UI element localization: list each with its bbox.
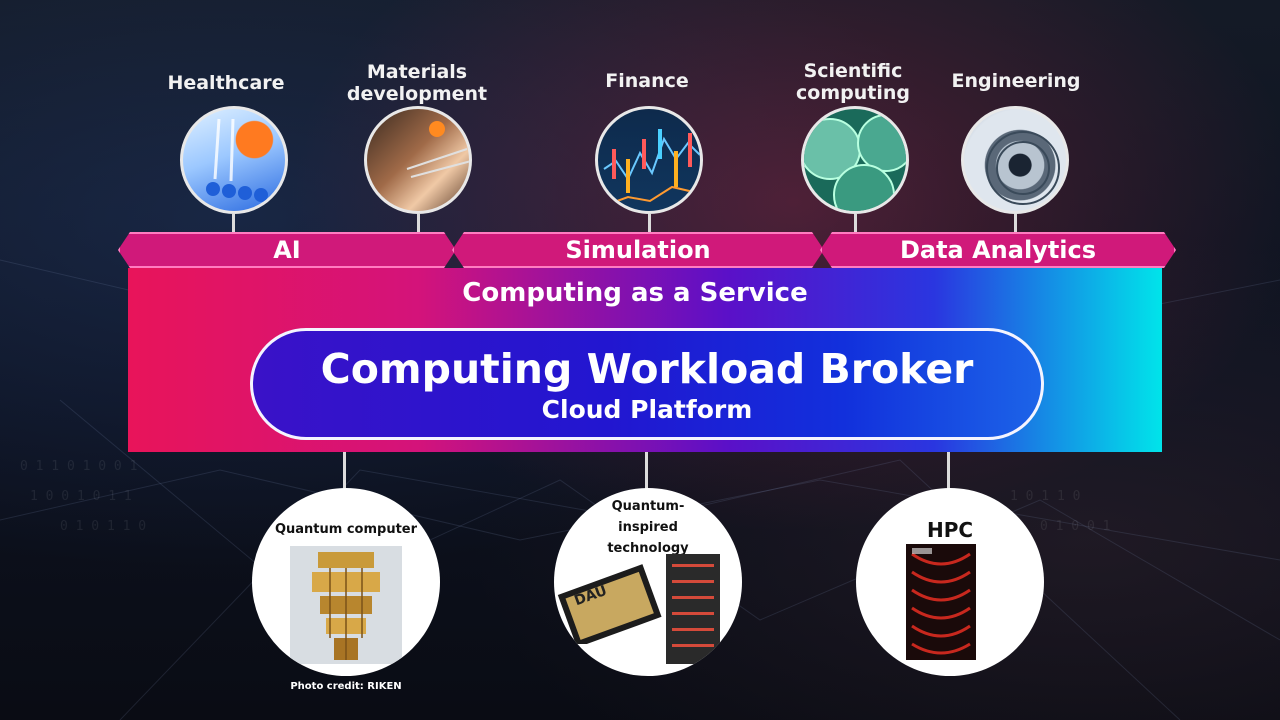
svg-text:1 0 0 1 0 1 1: 1 0 0 1 0 1 1 xyxy=(30,489,132,504)
stem-healthcare xyxy=(232,214,235,232)
quantum-computer-resource: Quantum computer xyxy=(252,488,440,676)
quantum-computer-label: Quantum computer xyxy=(274,522,418,537)
engineering-engine-icon xyxy=(961,106,1069,214)
quantum-inspired-resource: Quantum- inspired technology DAU xyxy=(554,488,742,676)
svg-text:0 1 0 0 1: 0 1 0 0 1 xyxy=(1040,519,1110,534)
stem-materials xyxy=(417,214,420,232)
category-ai-label: AI xyxy=(273,236,301,264)
app-label-engineering: Engineering xyxy=(951,70,1081,92)
photo-credit: Photo credit: RIKEN xyxy=(290,681,402,692)
computing-as-a-service-title: Computing as a Service xyxy=(462,278,808,308)
stem-quantum-inspired xyxy=(645,452,648,492)
finance-chart-icon xyxy=(595,106,703,214)
app-label-healthcare: Healthcare xyxy=(167,72,285,94)
stem-quantum xyxy=(343,452,346,492)
quantum-computer-icon xyxy=(290,546,402,664)
hpc-resource: HPC xyxy=(856,488,1044,676)
app-label-finance: Finance xyxy=(605,70,689,92)
quantum-inspired-label: Quantum- inspired technology xyxy=(607,499,689,556)
category-tag-simulation: Simulation xyxy=(452,232,824,268)
broker-subtitle: Cloud Platform xyxy=(541,395,753,424)
healthcare-icon xyxy=(180,106,288,214)
server-rack-icon xyxy=(666,554,720,664)
category-data-analytics-label: Data Analytics xyxy=(899,236,1097,264)
broker-title: Computing Workload Broker xyxy=(320,345,974,393)
category-simulation-label: Simulation xyxy=(565,236,711,264)
hpc-server-icon xyxy=(906,544,976,660)
app-label-materials-development: Materials development xyxy=(346,61,488,105)
scientific-computing-icon xyxy=(801,106,909,214)
materials-development-icon xyxy=(364,106,472,214)
stem-engineering xyxy=(1014,214,1017,232)
category-tag-data-analytics: Data Analytics xyxy=(820,232,1176,268)
digital-annealer-chip-icon xyxy=(557,564,662,644)
svg-text:1 0 1 1 0: 1 0 1 1 0 xyxy=(1010,489,1080,504)
app-label-scientific-computing: Scientific computing xyxy=(796,60,910,104)
svg-text:0 1 1 0 1 0 0 1: 0 1 1 0 1 0 0 1 xyxy=(20,459,137,474)
workload-broker-pill: Computing Workload Broker Cloud Platform xyxy=(250,328,1044,440)
category-tag-ai: AI xyxy=(118,232,456,268)
stem-finance xyxy=(648,214,651,232)
svg-text:0 1 0 1 1 0: 0 1 0 1 1 0 xyxy=(60,519,146,534)
stem-scientific xyxy=(854,214,857,232)
stem-hpc xyxy=(947,452,950,492)
hpc-label: HPC xyxy=(926,518,974,542)
